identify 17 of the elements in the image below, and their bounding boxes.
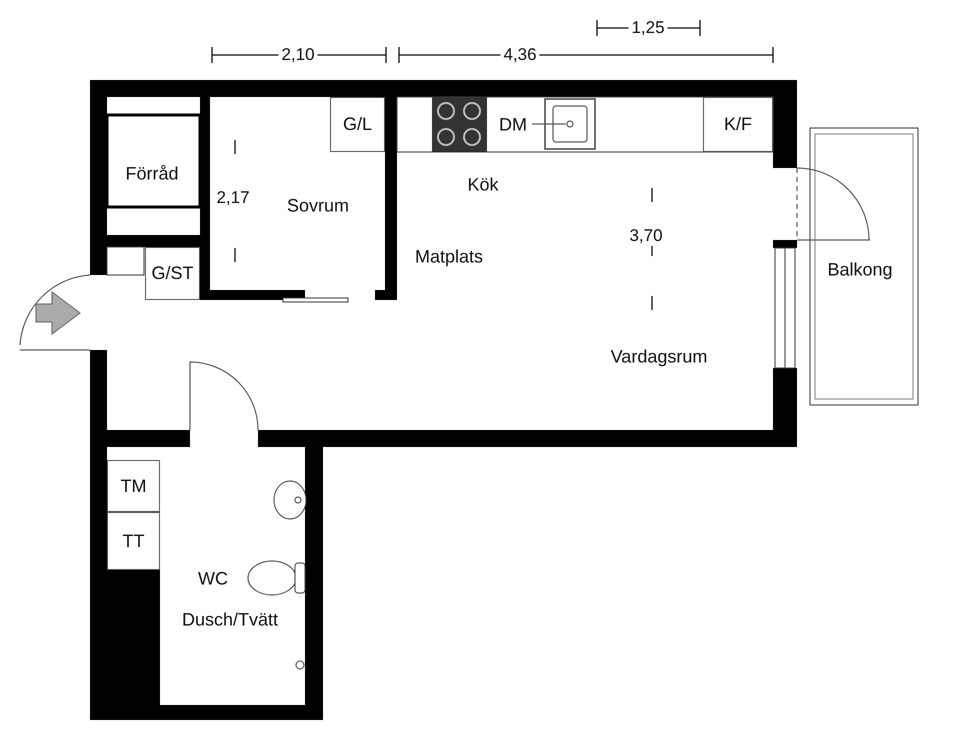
room-label: Kök — [467, 174, 499, 196]
dimension-label: 4,36 — [500, 45, 540, 65]
appliance-label: G/L — [330, 97, 385, 152]
appliance-label: TM — [107, 460, 160, 512]
appliance-label: DM — [499, 114, 527, 136]
room-label: WC — [198, 568, 228, 590]
appliance-label: G/ST — [145, 247, 200, 300]
room-label: Vardagsrum — [610, 346, 708, 368]
dimension-label: 1,25 — [628, 18, 668, 38]
room-label: Förråd — [126, 164, 178, 184]
room-label: Matplats — [414, 246, 484, 268]
room-label: Balkong — [827, 260, 893, 280]
dimension-label: 2,10 — [278, 45, 318, 65]
appliance-label: TT — [107, 512, 160, 570]
room-label: Sovrum — [287, 196, 349, 216]
room-label: Dusch/Tvätt — [182, 610, 278, 630]
appliance-label: K/F — [703, 97, 773, 152]
